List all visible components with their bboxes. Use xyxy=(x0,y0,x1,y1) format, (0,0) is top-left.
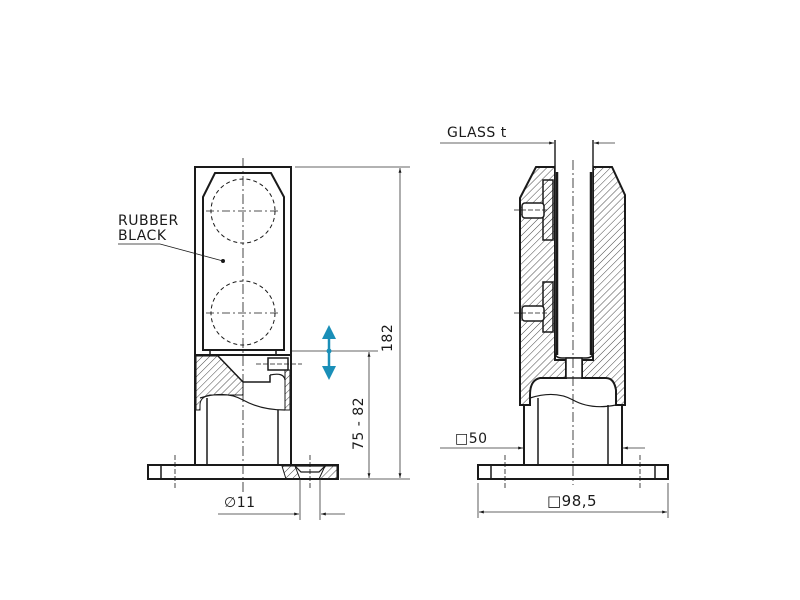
glass-thickness-label: GLASS t xyxy=(447,125,507,141)
dim-height-adjust: 75 - 82 xyxy=(351,396,367,450)
rubber-label-line1: RUBBER xyxy=(118,213,179,229)
dim-hole-diameter: ∅11 xyxy=(224,495,256,511)
dim-height-total: 182 xyxy=(380,323,396,352)
side-dimensions xyxy=(440,140,669,518)
dim-tube-size: □50 xyxy=(455,431,488,447)
front-view xyxy=(118,158,339,495)
adjust-arrow-icon xyxy=(322,325,336,380)
front-dimensions xyxy=(218,166,410,520)
rubber-label-line2: BLACK xyxy=(118,228,167,244)
dim-base-size: □98,5 xyxy=(547,492,598,510)
side-view xyxy=(477,140,669,490)
